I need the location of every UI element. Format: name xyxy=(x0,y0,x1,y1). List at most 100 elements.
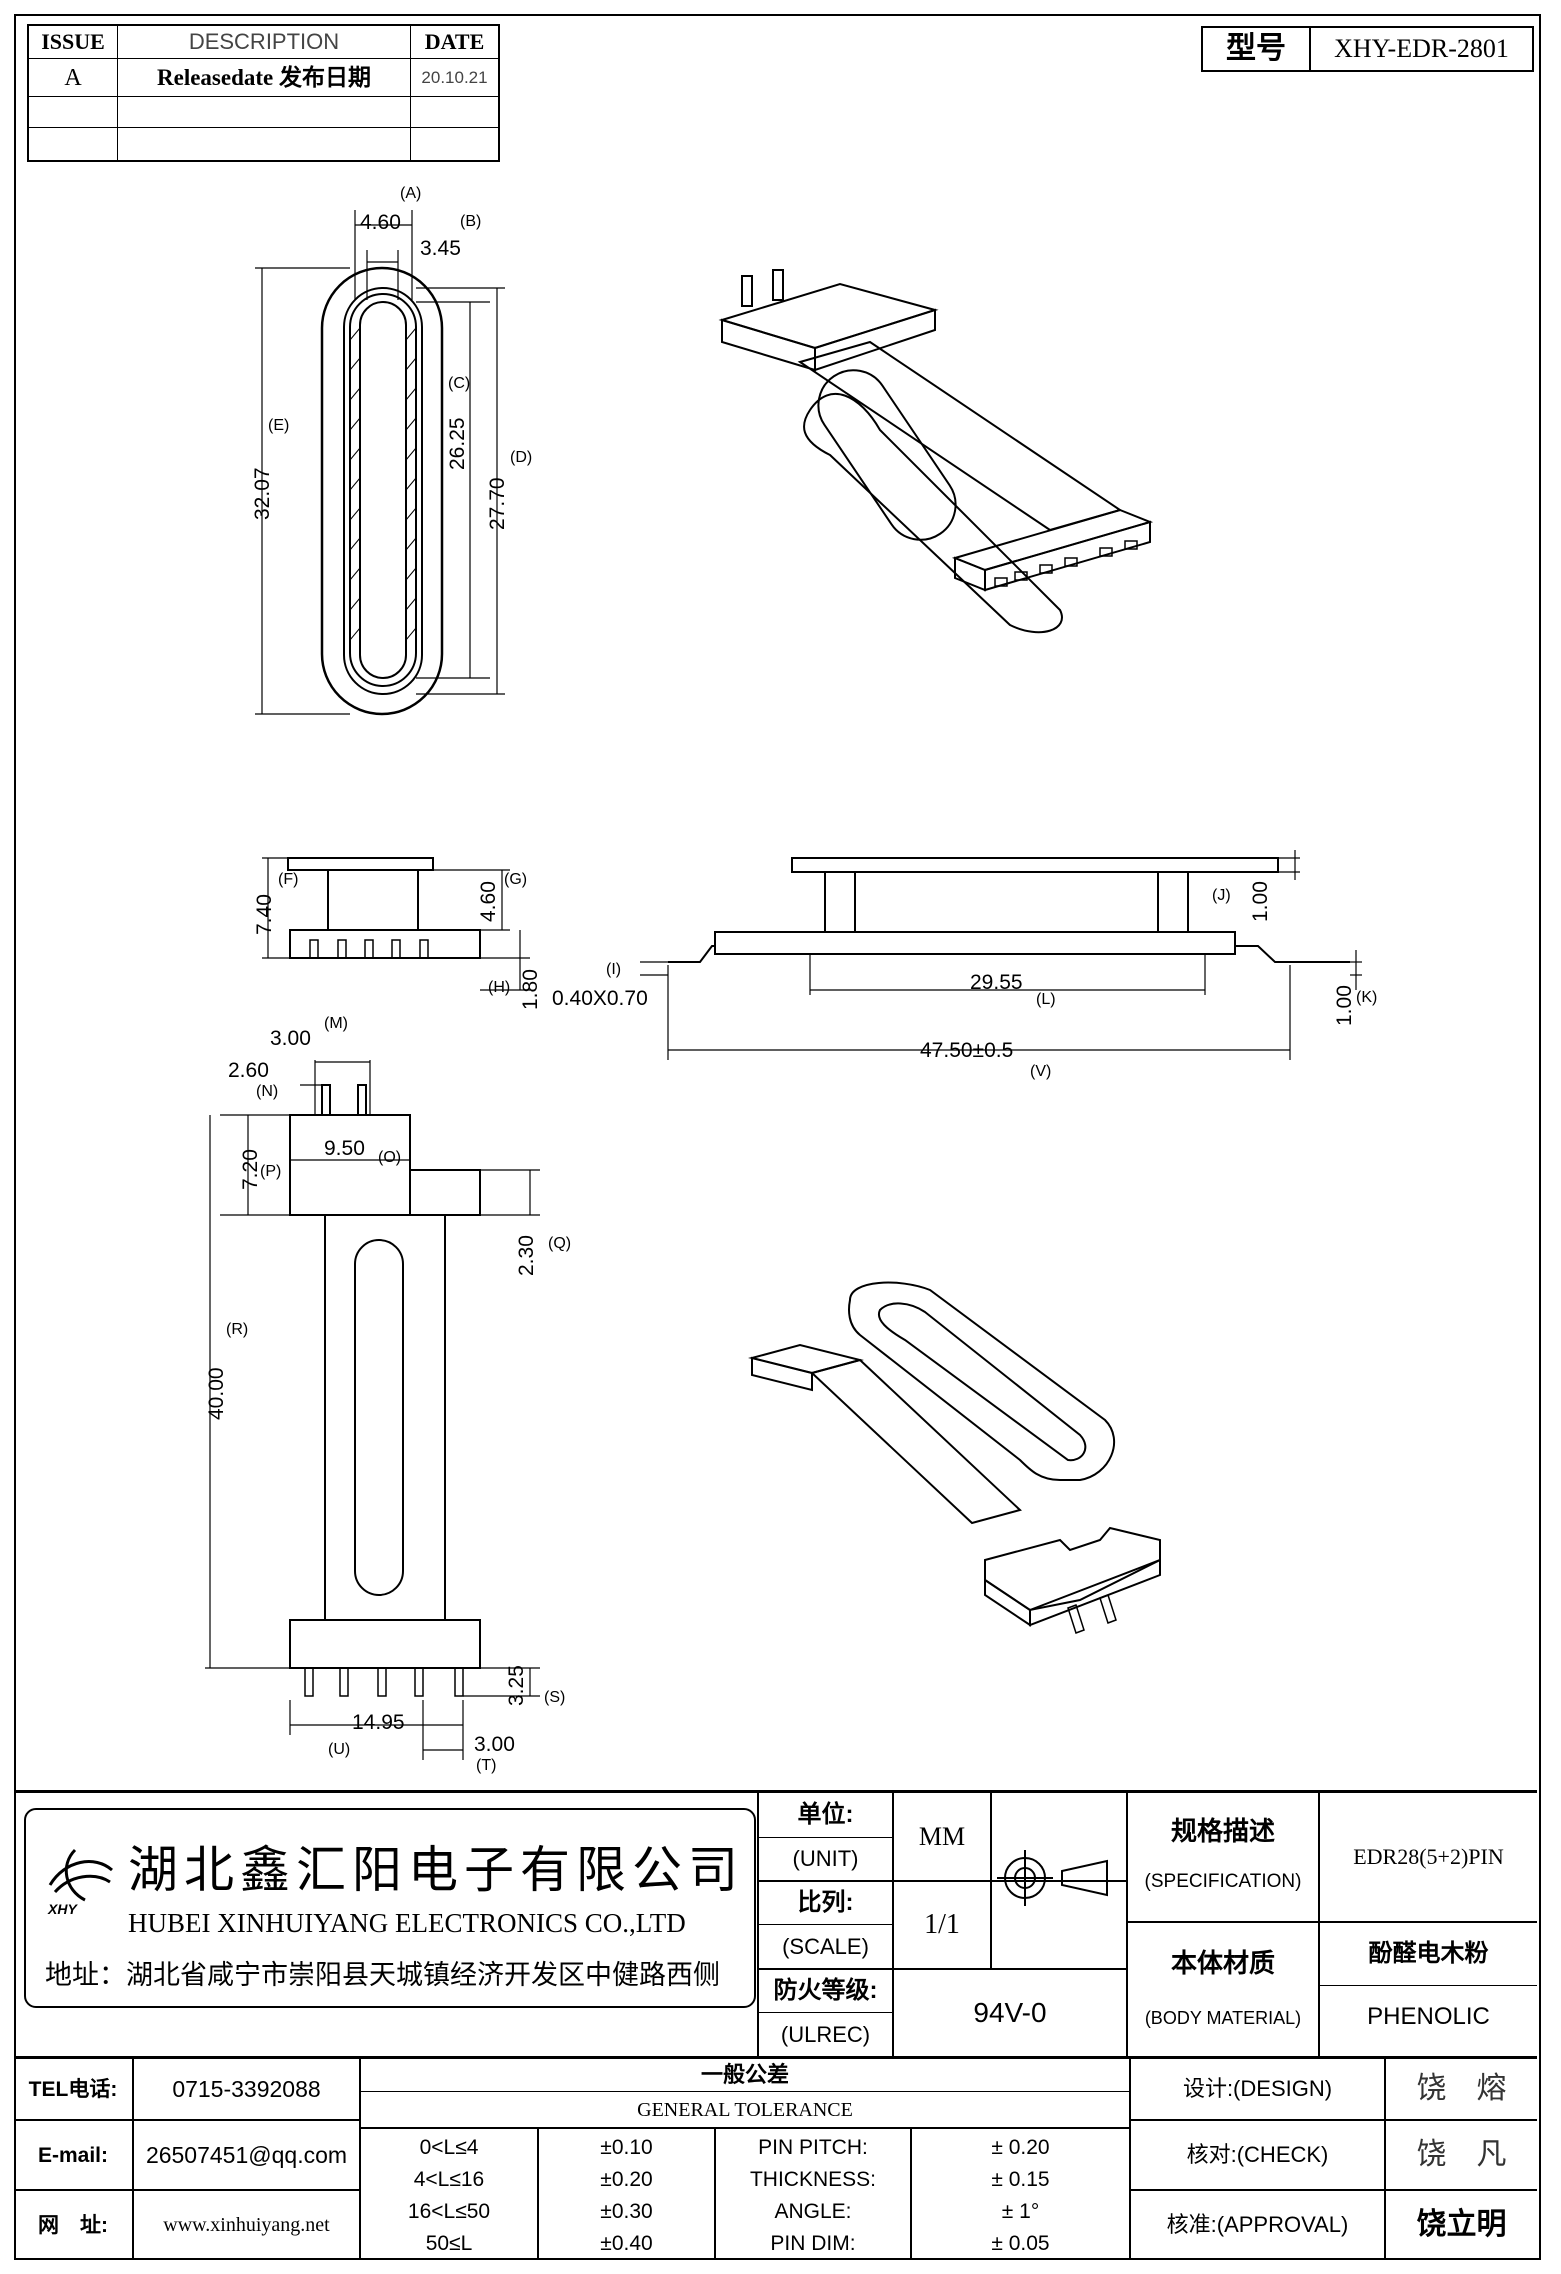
tolerance-value: ±0.10 xyxy=(600,2135,653,2159)
top-view xyxy=(255,210,505,716)
tolerance-ranges: 0<L≤4 4<L≤16 16<L≤50 50≤L xyxy=(361,2131,537,2259)
dim-label-n: (N) xyxy=(256,1083,279,1100)
approval-label: 核准:(APPROVAL) xyxy=(1166,2212,1349,2237)
spec-label-en: (SPECIFICATION) xyxy=(1144,1870,1302,1892)
tolerance-values: ±0.10 ±0.20 ±0.30 ±0.40 xyxy=(539,2131,714,2259)
dim-e-value: 32.07 xyxy=(251,467,274,520)
bottom-band: TEL电话: 0715-3392088 E-mail: 26507451@qq.… xyxy=(14,2056,1537,2259)
tolerance-other-values: ± 0.20 ± 0.15 ± 1° ± 0.05 xyxy=(912,2131,1129,2259)
unit-label-en: (UNIT) xyxy=(792,1846,859,1871)
dim-label-p: (P) xyxy=(260,1163,282,1180)
tolerance-value: ±0.20 xyxy=(600,2167,653,2191)
material-label-cn: 本体材质 xyxy=(1170,1948,1275,1978)
model-box: 型号 XHY-EDR-2801 xyxy=(1201,26,1534,72)
dim-d-value: 27.70 xyxy=(486,477,509,530)
tolerance-range: 4<L≤16 xyxy=(413,2167,485,2191)
dim-label-l: (L) xyxy=(1036,991,1056,1008)
description-header: DESCRIPTION xyxy=(188,29,340,54)
dim-label-j: (J) xyxy=(1212,887,1231,904)
dim-i-value: 0.40X0.70 xyxy=(552,987,648,1010)
iso-view-top xyxy=(718,269,1154,634)
dim-g-value: 4.60 xyxy=(477,881,500,922)
dim-label-t: (T) xyxy=(476,1757,497,1774)
bottom-view xyxy=(205,1060,540,1760)
dim-label-h: (H) xyxy=(488,979,511,996)
tolerance-title-cn: 一般公差 xyxy=(700,2062,789,2087)
side-view xyxy=(640,850,1362,1060)
tel-label: TEL电话: xyxy=(28,2077,118,2101)
tolerance-other-label: ANGLE: xyxy=(774,2199,852,2223)
dim-l-value: 29.55 xyxy=(970,971,1023,994)
approval-name: 饶立明 xyxy=(1416,2208,1507,2241)
web-value: www.xinhuiyang.net xyxy=(163,2214,330,2236)
company-logo: XHY xyxy=(40,1840,120,1920)
scale-value: 1/1 xyxy=(924,1909,960,1940)
dim-t-value: 3.00 xyxy=(474,1733,515,1756)
dim-h-value: 1.80 xyxy=(519,969,542,1010)
dim-v-value: 47.50±0.5 xyxy=(920,1039,1014,1062)
ul-label-en: (ULREC) xyxy=(780,2021,871,2047)
technical-drawing xyxy=(205,210,1362,1760)
dim-u-value: 14.95 xyxy=(352,1711,405,1734)
check-label: 核对:(CHECK) xyxy=(1186,2142,1329,2167)
tolerance-other-label: PIN PITCH: xyxy=(758,2135,868,2159)
dim-label-e: (E) xyxy=(268,417,290,434)
tolerance-other-labels: PIN PITCH: THICKNESS: ANGLE: PIN DIM: xyxy=(716,2131,910,2259)
tolerance-range: 50≤L xyxy=(425,2231,473,2255)
tolerance-other-value: ± 0.05 xyxy=(991,2231,1050,2255)
dim-a-value: 4.60 xyxy=(360,211,401,234)
dim-label-u: (U) xyxy=(328,1741,351,1758)
company-name-en: HUBEI XINHUIYANG ELECTRONICS CO.,LTD xyxy=(128,1908,686,1938)
tolerance-range: 0<L≤4 xyxy=(419,2135,479,2159)
dim-q-value: 2.30 xyxy=(515,1235,538,1276)
email-label: E-mail: xyxy=(37,2143,108,2167)
tolerance-other-value: ± 1° xyxy=(1001,2199,1040,2223)
dim-label-a: (A) xyxy=(400,185,422,202)
dim-label-d: (D) xyxy=(510,449,533,466)
dim-c-value: 26.25 xyxy=(446,417,469,470)
material-value-cn: 酚醛电木粉 xyxy=(1368,1940,1489,1967)
dim-n-value: 2.60 xyxy=(228,1059,269,1082)
dim-label-k: (K) xyxy=(1356,989,1378,1006)
spec-label-cn: 规格描述 xyxy=(1170,1816,1275,1846)
dim-m-value: 3.00 xyxy=(270,1027,311,1050)
scale-label-cn: 比列: xyxy=(797,1889,854,1916)
tolerance-other-label: THICKNESS: xyxy=(749,2167,877,2191)
title-grid: 单位: (UNIT) MM 比列: (SCALE) 1/1 防火等级: (ULR… xyxy=(757,1793,1537,2056)
ul-label-cn: 防火等级: xyxy=(773,1977,878,2004)
tolerance-other-value: ± 0.15 xyxy=(991,2167,1050,2191)
tolerance-title-en: GENERAL TOLERANCE xyxy=(637,2098,853,2121)
dim-label-f: (F) xyxy=(278,871,299,888)
title-block xyxy=(14,1790,1537,2259)
dim-b-value: 3.45 xyxy=(420,237,461,260)
dim-s-value: 3.25 xyxy=(505,1665,528,1706)
dim-j-value: 1.00 xyxy=(1249,881,1272,922)
scale-label-en: (SCALE) xyxy=(782,1933,869,1959)
dim-label-c: (C) xyxy=(448,375,471,392)
tolerance-range: 16<L≤50 xyxy=(407,2199,491,2223)
dim-label-q: (Q) xyxy=(548,1235,572,1252)
front-view-small xyxy=(262,857,530,991)
tolerance-other-label: PIN DIM: xyxy=(770,2231,856,2255)
company-address: 地址：湖北省咸宁市崇阳县天城镇经济开发区中健路西侧 xyxy=(45,1960,720,1990)
dim-label-i: (I) xyxy=(606,961,622,978)
company-box xyxy=(24,1808,756,2008)
projection-symbol-icon xyxy=(997,1823,1122,1943)
dim-o-value: 9.50 xyxy=(324,1137,365,1160)
design-name: 饶 熔 xyxy=(1416,2072,1507,2105)
dim-label-s: (S) xyxy=(544,1689,566,1706)
iso-view-bottom xyxy=(748,1281,1161,1634)
dim-k-value: 1.00 xyxy=(1333,985,1356,1026)
logo-text: XHY xyxy=(48,1901,77,1917)
model-label: 型号 xyxy=(1226,32,1286,65)
model-number: XHY-EDR-2801 xyxy=(1334,34,1509,63)
unit-value: MM xyxy=(918,1821,966,1851)
tolerance-value: ±0.30 xyxy=(600,2199,653,2223)
dim-label-o: (O) xyxy=(378,1149,402,1166)
dim-r-value: 40.00 xyxy=(205,1367,228,1420)
company-name-cn: 湖北鑫汇阳电子有限公司 xyxy=(128,1842,744,1898)
tel-value: 0715-3392088 xyxy=(172,2075,321,2102)
design-label: 设计:(DESIGN) xyxy=(1182,2076,1333,2101)
email-value: 26507451@qq.com xyxy=(145,2141,348,2168)
dim-label-v: (V) xyxy=(1030,1063,1052,1080)
